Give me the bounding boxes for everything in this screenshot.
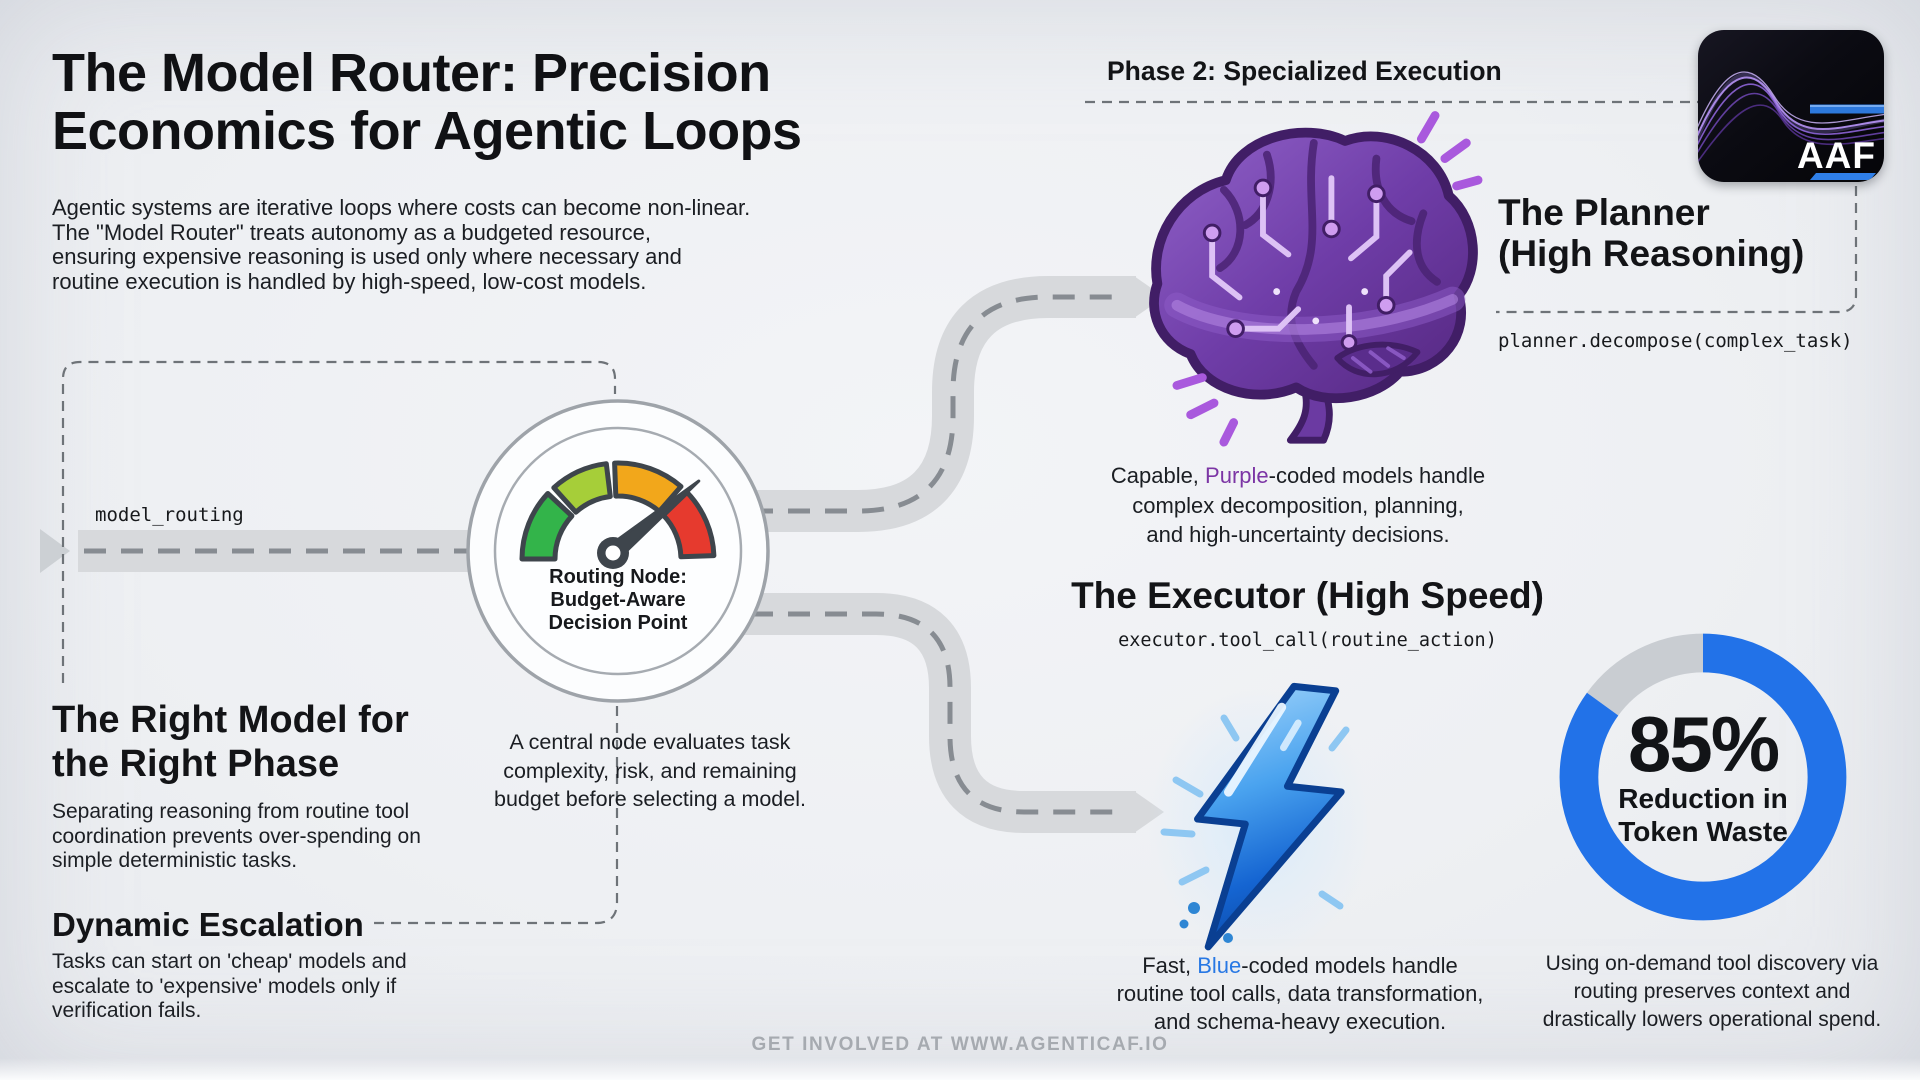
gauge-caption-line: complexity, risk, and remaining — [503, 758, 797, 783]
planner-heading-line: (High Reasoning) — [1498, 233, 1805, 274]
gauge-segment-lime — [551, 461, 613, 515]
logo-waves — [1698, 71, 1884, 163]
footer-text: GET INVOLVED AT WWW.AGENTICAF.IO — [751, 1034, 1169, 1055]
brain-circuit-icon — [1149, 111, 1483, 447]
stat-caption-line: drastically lowers operational spend. — [1542, 1008, 1882, 1031]
right-model-body: Separating reasoning from routine tool c… — [52, 800, 421, 874]
dynamic-escalation-body: Tasks can start on 'cheap' models and es… — [52, 950, 407, 1024]
logo-underline — [1810, 173, 1876, 180]
executor-caption-pre: Fast, — [1142, 953, 1198, 978]
stat-caption: Using on-demand tool discovery via routi… — [1522, 950, 1902, 1034]
brain-dots — [1273, 288, 1369, 325]
intro-line: Agentic systems are iterative loops wher… — [52, 195, 751, 220]
dynamic-escalation-body-line: escalate to 'expensive' models only if — [52, 974, 397, 998]
planner-caption: Capable, Purple-coded models handle comp… — [1098, 461, 1498, 550]
executor-code: executor.tool_call(routine_action) — [1118, 630, 1497, 651]
gauge-segment-red — [660, 489, 717, 560]
stat-value: 85% — [1627, 700, 1780, 788]
planner-caption-line: and high-uncertainty decisions. — [1146, 522, 1450, 547]
gauge-caption-line: budget before selecting a model. — [494, 787, 806, 811]
intro-paragraph: Agentic systems are iterative loops wher… — [52, 195, 751, 294]
brain-circuit-traces — [1209, 175, 1413, 340]
right-model-heading: The Right Model for the Right Phase — [52, 698, 409, 786]
intro-line: ensuring expensive reasoning is used onl… — [52, 244, 682, 270]
title-line-1: The Model Router: Precision — [52, 43, 771, 103]
right-model-body-line: Separating reasoning from routine tool — [52, 800, 410, 823]
title-line-2: Economics for Agentic Loops — [52, 101, 802, 161]
guide-gauge-to-escalation — [370, 706, 619, 925]
brain-circuit-nodes — [1202, 178, 1396, 351]
logo-text: AAF — [1797, 135, 1876, 176]
routing-node-label-line: Routing Node: — [549, 566, 687, 588]
routing-gauge-icon — [466, 399, 770, 703]
planner-caption-pre: Capable, — [1110, 463, 1206, 488]
executor-caption-line: Fast, Blue-coded models handle — [1080, 952, 1520, 980]
planner-code: planner.decompose(complex_task) — [1498, 330, 1853, 352]
stat-label-line: Reduction in — [1618, 783, 1788, 814]
intro-line: The "Model Router" treats autonomy as a … — [52, 219, 651, 245]
executor-caption-post: -coded models handle — [1241, 953, 1458, 978]
right-model-heading-line: the Right Phase — [52, 743, 340, 785]
gauge-caption-line: A central node evaluates task — [509, 730, 791, 754]
planner-heading-line: The Planner — [1498, 192, 1710, 233]
executor-caption: Fast, Blue-coded models handle routine t… — [1080, 952, 1520, 1036]
planner-caption-accent: Purple — [1205, 463, 1269, 488]
executor-heading: The Executor (High Speed) — [1071, 575, 1544, 616]
dynamic-escalation-body-line: Tasks can start on 'cheap' models and — [52, 950, 407, 973]
planner-caption-post: -coded models handle — [1268, 463, 1486, 488]
right-model-heading-line: The Right Model for — [52, 699, 409, 741]
token-waste-donut-chart — [1559, 633, 1847, 921]
right-model-body-line: coordination prevents over-spending on — [52, 824, 421, 848]
dynamic-escalation-heading: Dynamic Escalation — [52, 906, 364, 943]
stat-label-line: Token Waste — [1618, 816, 1788, 847]
dynamic-escalation-body-line: verification fails. — [52, 999, 202, 1023]
donut-value-segment — [1559, 633, 1847, 921]
model-routing-code-label: model_routing — [95, 504, 244, 526]
executor-caption-accent: Blue — [1197, 953, 1242, 978]
planner-caption-line: complex decomposition, planning, — [1132, 492, 1464, 518]
stat-caption-line: Using on-demand tool discovery via — [1545, 952, 1879, 975]
routing-node-label: Routing Node: Budget-Aware Decision Poin… — [498, 566, 738, 635]
bolt-shape — [1194, 682, 1345, 951]
planner-caption-line: Capable, Purple-coded models handle — [1098, 461, 1498, 491]
gauge-caption: A central node evaluates task complexity… — [460, 728, 840, 814]
bolt-dots — [1179, 902, 1233, 943]
executor-caption-line: and schema-heavy execution. — [1153, 1009, 1447, 1034]
aaf-logo-art: AAF — [1698, 71, 1884, 180]
donut-remaining-segment — [1586, 633, 1704, 717]
gauge-arc — [519, 460, 717, 562]
stat-caption-line: routing preserves context and — [1573, 980, 1851, 1003]
phase2-label: Phase 2: Specialized Execution — [1107, 56, 1502, 86]
planner-heading: The Planner (High Reasoning) — [1498, 192, 1804, 274]
dashed-guides — [61, 100, 1858, 925]
right-model-body-line: simple deterministic tasks. — [52, 849, 298, 873]
road-upper-arrow-tip — [1134, 276, 1164, 318]
guide-model-routing-box — [61, 360, 617, 683]
routing-node-label-line: Decision Point — [548, 612, 688, 634]
gauge-segment-amber — [612, 460, 684, 514]
aaf-logo: AAF — [1698, 30, 1884, 182]
gauge-segment-green — [519, 491, 575, 562]
lightning-bolt-icon — [1148, 682, 1372, 958]
road-lower-centerline — [640, 611, 1126, 815]
intro-line: routine execution is handled by high-spe… — [52, 268, 647, 294]
sparkle-icon — [1172, 111, 1483, 447]
road-upper-centerline — [640, 294, 1126, 514]
guide-planner-box — [1496, 152, 1858, 314]
donut-center-text: 85% Reduction in Token Waste — [1583, 700, 1823, 848]
routing-node-label-line: Budget-Aware — [550, 589, 686, 611]
page-title: The Model Router: Precision Economics fo… — [52, 44, 802, 160]
road-start-chevron-icon — [40, 529, 70, 573]
executor-caption-line: routine tool calls, data transformation, — [1116, 981, 1484, 1006]
